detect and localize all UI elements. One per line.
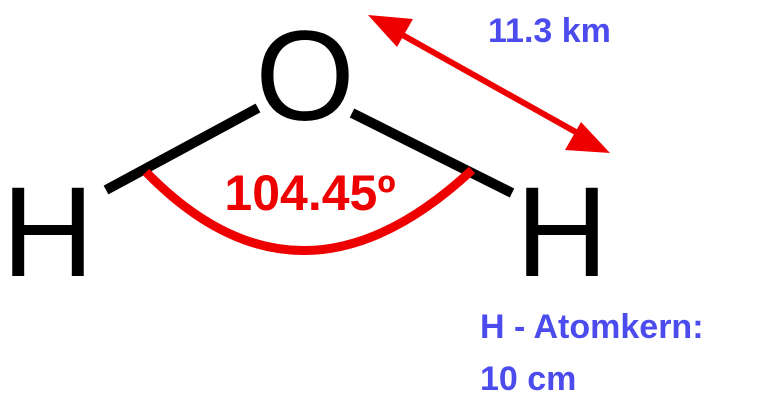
distance-arrow-shaft: [388, 25, 592, 143]
nucleus-label-line1: H - Atomkern:: [480, 308, 704, 346]
distance-arrow-head-start: [368, 15, 413, 47]
hydrogen-right-atom-label: H: [516, 161, 608, 304]
bond-angle-arc: [142, 166, 476, 255]
distance-arrow: [368, 15, 610, 153]
bond-right: [349, 108, 515, 198]
nucleus-label-line2: 10 cm: [480, 360, 576, 397]
distance-arrow-head-end: [565, 122, 610, 153]
bond-left: [103, 103, 261, 195]
hydrogen-left-atom-label: H: [2, 161, 94, 304]
oxygen-atom-label: O: [255, 5, 355, 148]
distance-label: 11.3 km: [488, 12, 611, 50]
bond-angle-label: 104.45º: [224, 165, 395, 221]
